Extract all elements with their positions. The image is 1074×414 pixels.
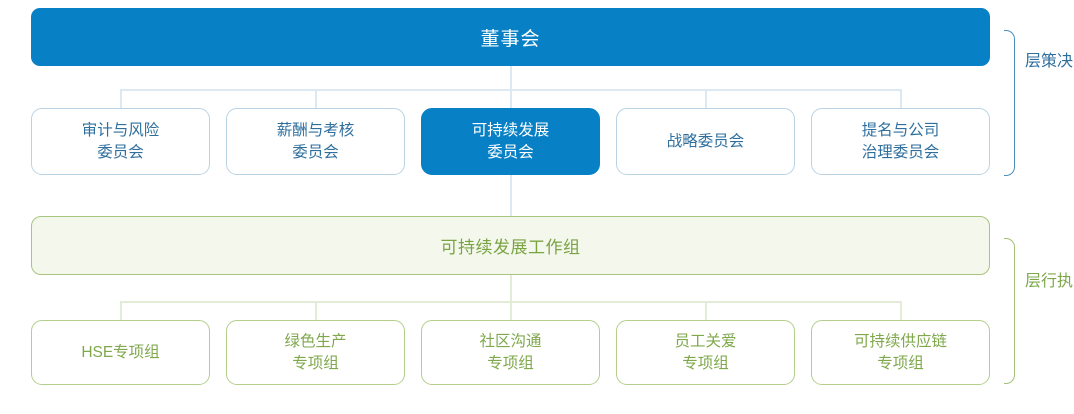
committee-box-nomination-governance[interactable]: 提名与公司 治理委员会 [811,108,990,175]
connector-committee-drop-3 [510,89,512,109]
taskforce-box-employee-care[interactable]: 员工关爱 专项组 [616,320,795,385]
connector-committee-drop-1 [120,89,122,109]
committee-label-nomination-governance: 提名与公司 治理委员会 [861,121,940,161]
workgroup-label: 可持续发展工作组 [440,238,581,257]
taskforce-label-green-production: 绿色生产 专项组 [284,332,347,372]
taskforce-box-hse[interactable]: HSE专项组 [31,320,210,385]
taskforce-box-sustainable-supply-chain[interactable]: 可持续供应链 专项组 [811,320,990,385]
connector-committee-drop-5 [900,89,902,109]
execution-layer-brace [1004,238,1015,384]
taskforce-row: HSE专项组 绿色生产 专项组 社区沟通 专项组 员工关爱 专项组 可持续供应链… [31,320,990,385]
sustainable-development-workgroup-box[interactable]: 可持续发展工作组 [31,216,990,275]
connector-board-stem [510,66,512,90]
connector-taskforce-drop-2 [315,301,317,321]
connector-taskforce-drop-1 [120,301,122,321]
decision-layer-label: 决策层 [1022,52,1071,71]
committee-box-audit-risk[interactable]: 审计与风险 委员会 [31,108,210,175]
connector-committee-drop-4 [705,89,707,109]
board-of-directors-box[interactable]: 董事会 [31,8,990,66]
connector-workgroup-stem [510,275,512,302]
decision-layer-brace [1004,30,1015,176]
committee-box-compensation-assessment[interactable]: 薪酬与考核 委员会 [226,108,405,175]
committee-box-sustainable-development[interactable]: 可持续发展 委员会 [421,108,600,175]
taskforce-box-community-communication[interactable]: 社区沟通 专项组 [421,320,600,385]
committee-row: 审计与风险 委员会 薪酬与考核 委员会 可持续发展 委员会 战略委员会 提名与公… [31,108,990,175]
taskforce-label-hse: HSE专项组 [81,343,160,361]
taskforce-box-green-production[interactable]: 绿色生产 专项组 [226,320,405,385]
committee-label-compensation-assessment: 薪酬与考核 委员会 [276,121,355,161]
committee-label-strategy: 战略委员会 [666,132,745,150]
connector-taskforce-drop-5 [900,301,902,321]
execution-layer-label: 执行层 [1022,272,1071,291]
connector-committee-to-workgroup [510,175,512,216]
committee-label-sustainable-development: 可持续发展 委员会 [471,121,550,161]
committee-label-audit-risk: 审计与风险 委员会 [81,121,160,161]
board-of-directors-label: 董事会 [480,28,541,50]
taskforce-label-employee-care: 员工关爱 专项组 [674,332,737,372]
connector-taskforce-drop-4 [705,301,707,321]
committee-box-strategy[interactable]: 战略委员会 [616,108,795,175]
connector-committee-drop-2 [315,89,317,109]
taskforce-label-sustainable-supply-chain: 可持续供应链 专项组 [853,332,947,372]
connector-taskforce-drop-3 [510,301,512,321]
taskforce-label-community-communication: 社区沟通 专项组 [479,332,542,372]
